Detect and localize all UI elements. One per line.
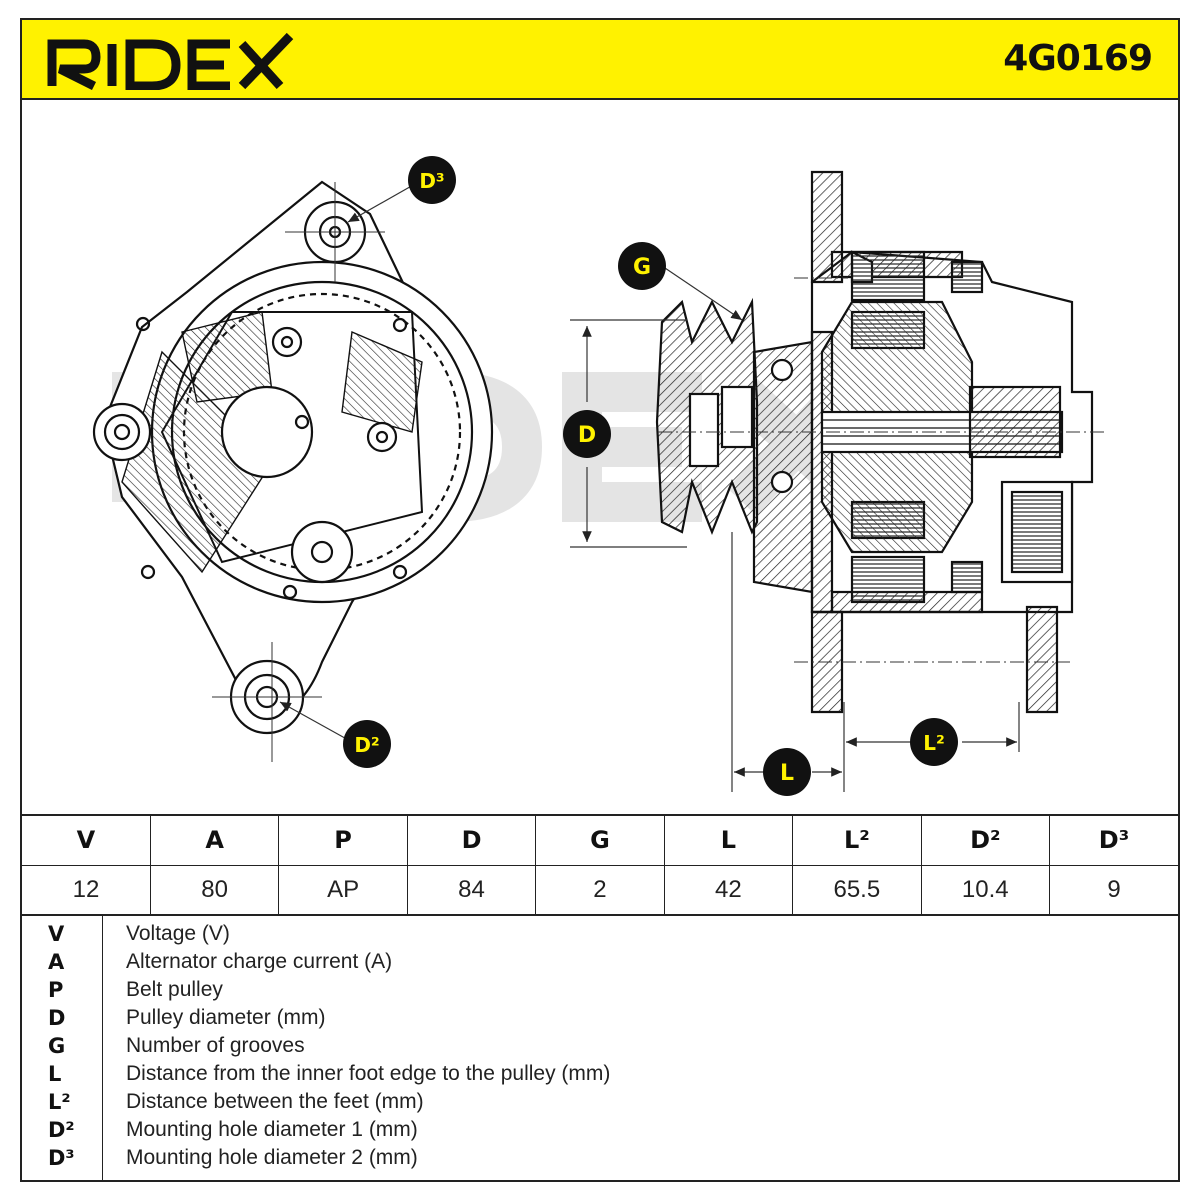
legend-desc: Mounting hole diameter 2 (mm) xyxy=(126,1146,418,1169)
legend-desc: Voltage (V) xyxy=(126,922,230,945)
alternator-front-view xyxy=(92,180,494,762)
spec-header-cell: D³ xyxy=(1049,814,1178,866)
legend-row: G Number of grooves xyxy=(22,1034,1178,1062)
legend-desc: Distance between the feet (mm) xyxy=(126,1090,424,1113)
technical-drawing: D³ D² G D L L² xyxy=(22,102,1178,814)
legend-key: V xyxy=(48,922,65,946)
spec-value-cell: 80 xyxy=(149,864,280,916)
spec-value-cell: 2 xyxy=(535,864,665,916)
callout-g: G xyxy=(618,242,666,290)
legend-key: A xyxy=(48,950,65,974)
spec-value-cell: 9 xyxy=(1049,864,1178,916)
spec-header-row: V A P D G L L² D² D³ xyxy=(22,814,1178,866)
spec-header-cell: V xyxy=(22,814,151,866)
spec-header-cell: P xyxy=(278,814,408,866)
callout-d3: D³ xyxy=(408,156,456,204)
spec-header-cell: L² xyxy=(792,814,922,866)
svg-text:D: D xyxy=(578,423,596,448)
svg-text:L²: L² xyxy=(923,731,945,755)
legend-desc: Distance from the inner foot edge to the… xyxy=(126,1062,611,1085)
legend-desc: Pulley diameter (mm) xyxy=(126,1006,326,1029)
legend-key: D xyxy=(48,1006,66,1030)
legend-row: V Voltage (V) xyxy=(22,922,1178,950)
svg-text:L: L xyxy=(780,761,794,786)
spec-value-cell: 12 xyxy=(22,864,151,916)
legend-row: D Pulley diameter (mm) xyxy=(22,1006,1178,1034)
callout-l: L xyxy=(763,748,811,796)
legend-desc: Belt pulley xyxy=(126,978,223,1001)
spec-header-cell: G xyxy=(535,814,665,866)
spec-value-row: 12 80 AP 84 2 42 65.5 10.4 9 xyxy=(22,864,1178,916)
legend-row: L² Distance between the feet (mm) xyxy=(22,1090,1178,1118)
legend-row: P Belt pulley xyxy=(22,978,1178,1006)
callout-d2: D² xyxy=(343,720,391,768)
legend-row: A Alternator charge current (A) xyxy=(22,950,1178,978)
spec-value-cell: 10.4 xyxy=(920,864,1051,916)
legend-key: G xyxy=(48,1034,66,1058)
legend-row: L Distance from the inner foot edge to t… xyxy=(22,1062,1178,1090)
dimension-lines xyxy=(279,179,1020,792)
part-number: 4G0169 xyxy=(1003,38,1153,79)
product-sheet: 4G0169 xyxy=(20,18,1180,1182)
callout-l2: L² xyxy=(910,718,958,766)
spec-value-cell: 42 xyxy=(663,864,794,916)
svg-text:D²: D² xyxy=(354,733,379,757)
spec-header-cell: L xyxy=(663,814,794,866)
legend-key: P xyxy=(48,978,64,1002)
legend: V Voltage (V) A Alternator charge curren… xyxy=(22,916,1178,1182)
ridex-logo xyxy=(47,32,294,90)
spec-value-cell: 65.5 xyxy=(792,864,922,916)
legend-divider xyxy=(102,916,103,1182)
legend-key: D³ xyxy=(48,1146,75,1170)
spec-value-cell: 84 xyxy=(406,864,537,916)
legend-key: D² xyxy=(48,1118,75,1142)
legend-row: D³ Mounting hole diameter 2 (mm) xyxy=(22,1146,1178,1174)
legend-row: D² Mounting hole diameter 1 (mm) xyxy=(22,1118,1178,1146)
callout-d: D xyxy=(563,410,611,458)
legend-key: L² xyxy=(48,1090,71,1114)
legend-desc: Mounting hole diameter 1 (mm) xyxy=(126,1118,418,1141)
spec-header-cell: D xyxy=(406,814,537,866)
spec-table: V A P D G L L² D² D³ 12 80 AP 84 2 42 65… xyxy=(22,814,1178,916)
header-bar: 4G0169 xyxy=(22,20,1178,100)
alternator-drawing: D³ D² G D L L² xyxy=(92,156,1107,796)
svg-text:G: G xyxy=(633,255,651,280)
spec-value-cell: AP xyxy=(278,864,408,916)
spec-header-cell: D² xyxy=(920,814,1051,866)
legend-desc: Alternator charge current (A) xyxy=(126,950,393,973)
legend-key: L xyxy=(48,1062,62,1086)
svg-text:D³: D³ xyxy=(419,169,444,193)
alternator-section-view xyxy=(655,170,1107,714)
legend-desc: Number of grooves xyxy=(126,1034,305,1057)
spec-header-cell: A xyxy=(149,814,280,866)
